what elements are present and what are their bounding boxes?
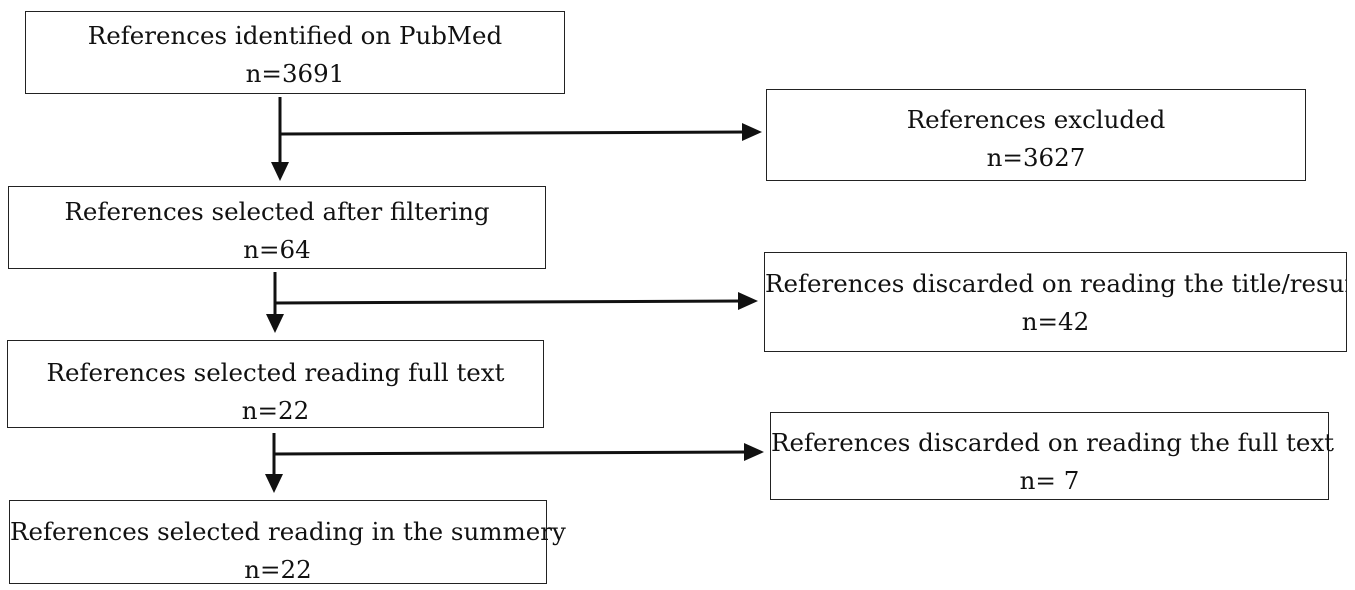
filtered-count: n=64 xyxy=(243,235,311,264)
filtered-label: References selected after filtering xyxy=(64,197,490,226)
identified-box: References identified on PubMed n=3691 xyxy=(25,11,565,94)
side-connector-3 xyxy=(273,450,751,456)
title-discarded-label: References discarded on reading the titl… xyxy=(765,269,1347,298)
title-discarded-count: n=42 xyxy=(1021,307,1090,336)
full-text-count: n=22 xyxy=(241,396,310,425)
identified-count: n=3691 xyxy=(245,59,345,88)
title-discarded-box: References discarded on reading the titl… xyxy=(764,252,1347,352)
fulltext-discarded-label: References discarded on reading the full… xyxy=(771,428,1334,457)
fulltext-discarded-count: n= 7 xyxy=(1019,466,1080,495)
summary-box: References selected reading in the summe… xyxy=(9,500,566,584)
excluded-count: n=3627 xyxy=(986,143,1086,172)
side-arrowhead-3 xyxy=(744,443,764,461)
filtered-box: References selected after filtering n=64 xyxy=(8,186,546,269)
excluded-label: References excluded xyxy=(906,105,1166,134)
side-connector-2 xyxy=(274,299,745,305)
side-arrowhead-2 xyxy=(738,292,758,310)
fulltext-discarded-box: References discarded on reading the full… xyxy=(770,412,1334,500)
full-text-label: References selected reading full text xyxy=(46,358,505,387)
summary-label: References selected reading in the summe… xyxy=(10,517,566,546)
identified-label: References identified on PubMed xyxy=(87,21,503,50)
side-connector-1 xyxy=(279,130,749,136)
full-text-box: References selected reading full text n=… xyxy=(7,340,544,428)
down-arrowhead-3 xyxy=(265,474,283,493)
down-arrowhead-2 xyxy=(266,314,284,333)
side-arrowhead-1 xyxy=(742,123,762,141)
down-arrowhead-1 xyxy=(271,162,289,181)
excluded-box: References excluded n=3627 xyxy=(766,89,1306,181)
summary-count: n=22 xyxy=(244,555,312,584)
